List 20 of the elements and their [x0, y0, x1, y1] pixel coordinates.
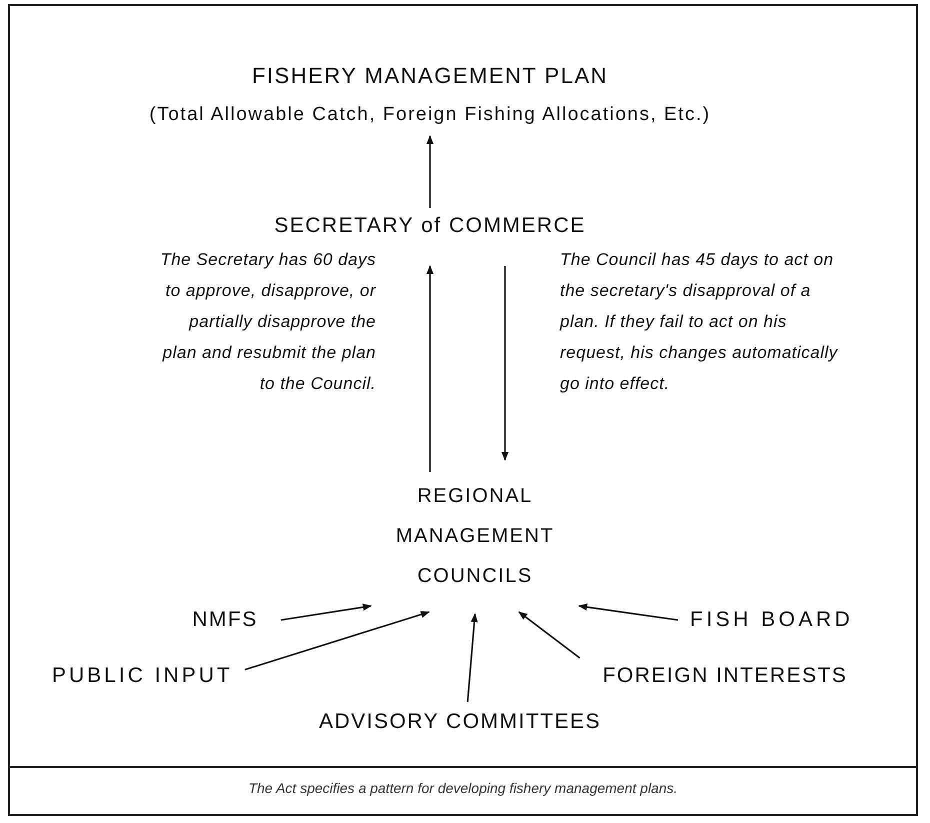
- node-label: ADVISORY COMMITTEES: [318, 709, 602, 735]
- node-label: FISHERY MANAGEMENT PLAN: [250, 62, 610, 90]
- node-label: FOREIGN INTERESTS: [602, 663, 848, 689]
- note-text: The Council has 45 days to act on the secretary's disapproval of a plan. If they fail to act on his request, his changes automatically go into effect.: [560, 249, 839, 395]
- arrow: [280, 604, 372, 621]
- node-label: SECRETARY of COMMERCE: [273, 213, 587, 239]
- node-subtitle: (Total Allowable Catch, Foreign Fishing Allocations, Etc.): [148, 103, 712, 127]
- node-label: REGIONAL MANAGEMENT COUNCILS: [394, 484, 556, 589]
- node-label: FISH BOARD: [690, 607, 854, 633]
- arrow: [578, 604, 678, 621]
- arrow: [244, 610, 430, 670]
- arrow: [466, 613, 478, 702]
- arrow: [426, 135, 434, 208]
- arrow: [501, 266, 509, 461]
- arrow: [426, 265, 434, 472]
- node-label: PUBLIC INPUT: [52, 663, 233, 689]
- note-text: The Secretary has 60 days to approve, disapprove, or partially disapprove the plan and resubmit the plan to the Council.: [159, 249, 376, 395]
- arrow: [518, 611, 580, 659]
- caption: The Act specifies a pattern for developing fishery management plans.: [247, 780, 679, 796]
- node-label: NMFS: [191, 607, 259, 633]
